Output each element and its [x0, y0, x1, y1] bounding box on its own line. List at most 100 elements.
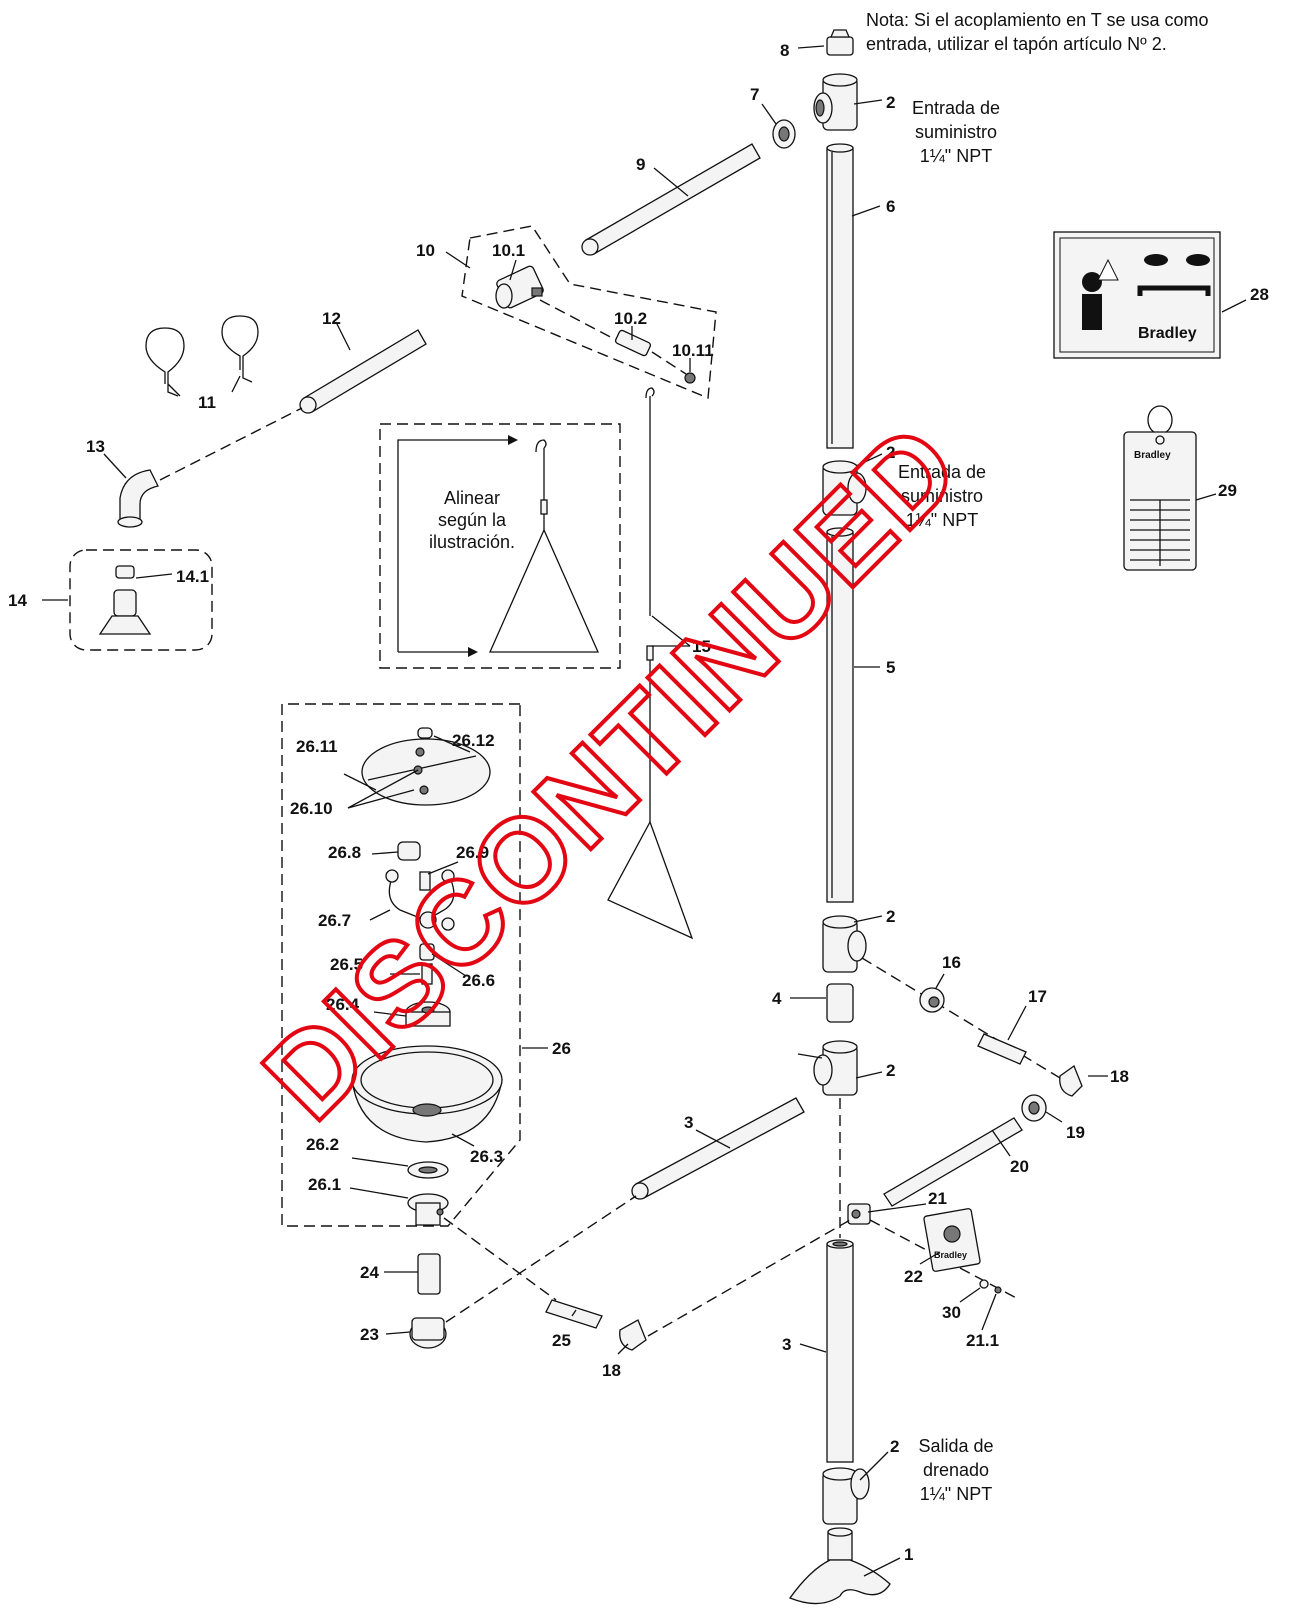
label-1: 1: [904, 1545, 913, 1564]
label-25: 25: [552, 1331, 571, 1350]
pipe-12-axis-line: [159, 407, 303, 481]
nipple-24: [417, 1253, 441, 1295]
side-feed-axis-line: [861, 957, 1071, 1085]
label-3-upper: 3: [684, 1113, 693, 1132]
label-6: 6: [886, 197, 895, 216]
pipe-6: [826, 143, 854, 449]
union-19: [1021, 1094, 1047, 1122]
elbow-18-upper: [1059, 1064, 1083, 1097]
tube-assembly-26-7: [385, 869, 455, 931]
sign-22-brand: Bradley: [934, 1250, 967, 1260]
bushing-16: [919, 987, 945, 1013]
alignment-box: [379, 423, 621, 669]
label-2-top: 2: [886, 93, 895, 112]
label-26-1: 26.1: [308, 1175, 341, 1194]
label-29: 29: [1218, 481, 1237, 500]
label-10-2: 10.2: [614, 309, 647, 328]
inlet-top-line-2: suministro: [915, 122, 997, 142]
label-5: 5: [886, 658, 895, 677]
cap-part: [826, 29, 854, 56]
label-16: 16: [942, 953, 961, 972]
valve-26-8: [397, 841, 421, 861]
nipple-4: [826, 983, 854, 1023]
label-21-1: 21.1: [966, 1331, 999, 1350]
valve-21: [847, 1203, 871, 1225]
pipe-20: [883, 1117, 1023, 1207]
label-26: 26: [552, 1039, 571, 1058]
elbow-13: [117, 469, 159, 528]
label-7: 7: [750, 85, 759, 104]
label-2-bowl: 2: [886, 1061, 895, 1080]
label-10: 10: [416, 241, 435, 260]
tee-fitting-top: [813, 73, 858, 131]
pipe-12: [299, 329, 427, 414]
elbow-23: [409, 1317, 447, 1349]
nut-10-11: [684, 372, 696, 384]
tee-fitting-bottom: [822, 1467, 870, 1525]
label-28: 28: [1250, 285, 1269, 304]
safety-shower-sign-28: Bradley: [1053, 231, 1221, 359]
sign-28-brand: Bradley: [1138, 325, 1197, 342]
inspection-tag-29: Bradley: [1123, 405, 1197, 571]
sprayhead-plate-26-11: [361, 738, 491, 806]
label-14-1: 14.1: [176, 567, 209, 586]
drain-dash-b: [647, 1219, 851, 1337]
label-19: 19: [1066, 1123, 1085, 1142]
connector-axis-line: [651, 351, 687, 375]
label-26-8: 26.8: [328, 843, 361, 862]
flange-26-4: [405, 1001, 451, 1027]
alignment-arrow-top: [397, 439, 508, 652]
label-18-upper: 18: [1110, 1067, 1129, 1086]
label-26-2: 26.2: [306, 1135, 339, 1154]
label-26-6: 26.6: [462, 971, 495, 990]
tag-29-brand: Bradley: [1134, 450, 1171, 461]
tee-fitting-lower: [822, 915, 867, 973]
label-15: 15: [692, 637, 711, 656]
inlet-mid-line-2: suministro: [901, 486, 983, 506]
pull-rod-small: [489, 439, 599, 653]
pipe-3-axis-line: [445, 1195, 637, 1323]
floor-flange-base: [788, 1527, 891, 1605]
pipe-9: [581, 143, 761, 256]
align-line-3: ilustración.: [429, 532, 515, 552]
align-line-1: Alinear: [444, 488, 500, 508]
valve-10-1: [495, 265, 544, 309]
label-26-4: 26.4: [326, 995, 360, 1014]
bushing-7: [772, 119, 796, 149]
label-8: 8: [780, 41, 789, 60]
pull-rod-15: [607, 387, 694, 940]
drain-line-2: drenado: [923, 1460, 989, 1480]
inlet-mid-line-1: Entrada de: [898, 462, 986, 482]
drain-line-1: Salida de: [918, 1436, 993, 1456]
nipple-17: [977, 1033, 1027, 1065]
label-26-7: 26.7: [318, 911, 351, 930]
label-24: 24: [360, 1263, 379, 1282]
screw-21-1: [994, 1286, 1002, 1294]
pipe-3-lower: [826, 1239, 854, 1463]
label-17: 17: [1028, 987, 1047, 1006]
note-line-2: entrada, utilizar el tapón artículo Nº 2…: [866, 34, 1167, 54]
note-line-1: Nota: Si el acoplamiento en T se usa com…: [866, 10, 1209, 30]
gasket-26-2: [407, 1161, 449, 1179]
label-26-10: 26.10: [290, 799, 333, 818]
drain-dash-a: [443, 1217, 557, 1301]
label-2-mid: 2: [886, 443, 895, 462]
eyewash-sign-22: Bradley: [923, 1208, 981, 1272]
discontinued-stamp: DISCONTINUED: [239, 399, 984, 1144]
label-10-1: 10.1: [492, 241, 525, 260]
label-2-lower: 2: [886, 907, 895, 926]
shower-head-14: [98, 565, 152, 635]
label-14: 14: [8, 591, 27, 610]
label-26-9: 26.9: [456, 843, 489, 862]
label-10-11: 10.11: [672, 341, 714, 360]
fitting-26-9: [419, 871, 431, 891]
arrow-head-top: [508, 435, 518, 445]
label-30: 30: [942, 1303, 961, 1322]
cap-26-12: [417, 727, 433, 739]
elbow-18-lower: [619, 1319, 647, 1351]
label-26-11: 26.11: [296, 737, 338, 756]
label-21: 21: [928, 1189, 947, 1208]
connector-10-2: [614, 329, 652, 357]
inlet-top-line-3: 1¼" NPT: [920, 146, 992, 166]
